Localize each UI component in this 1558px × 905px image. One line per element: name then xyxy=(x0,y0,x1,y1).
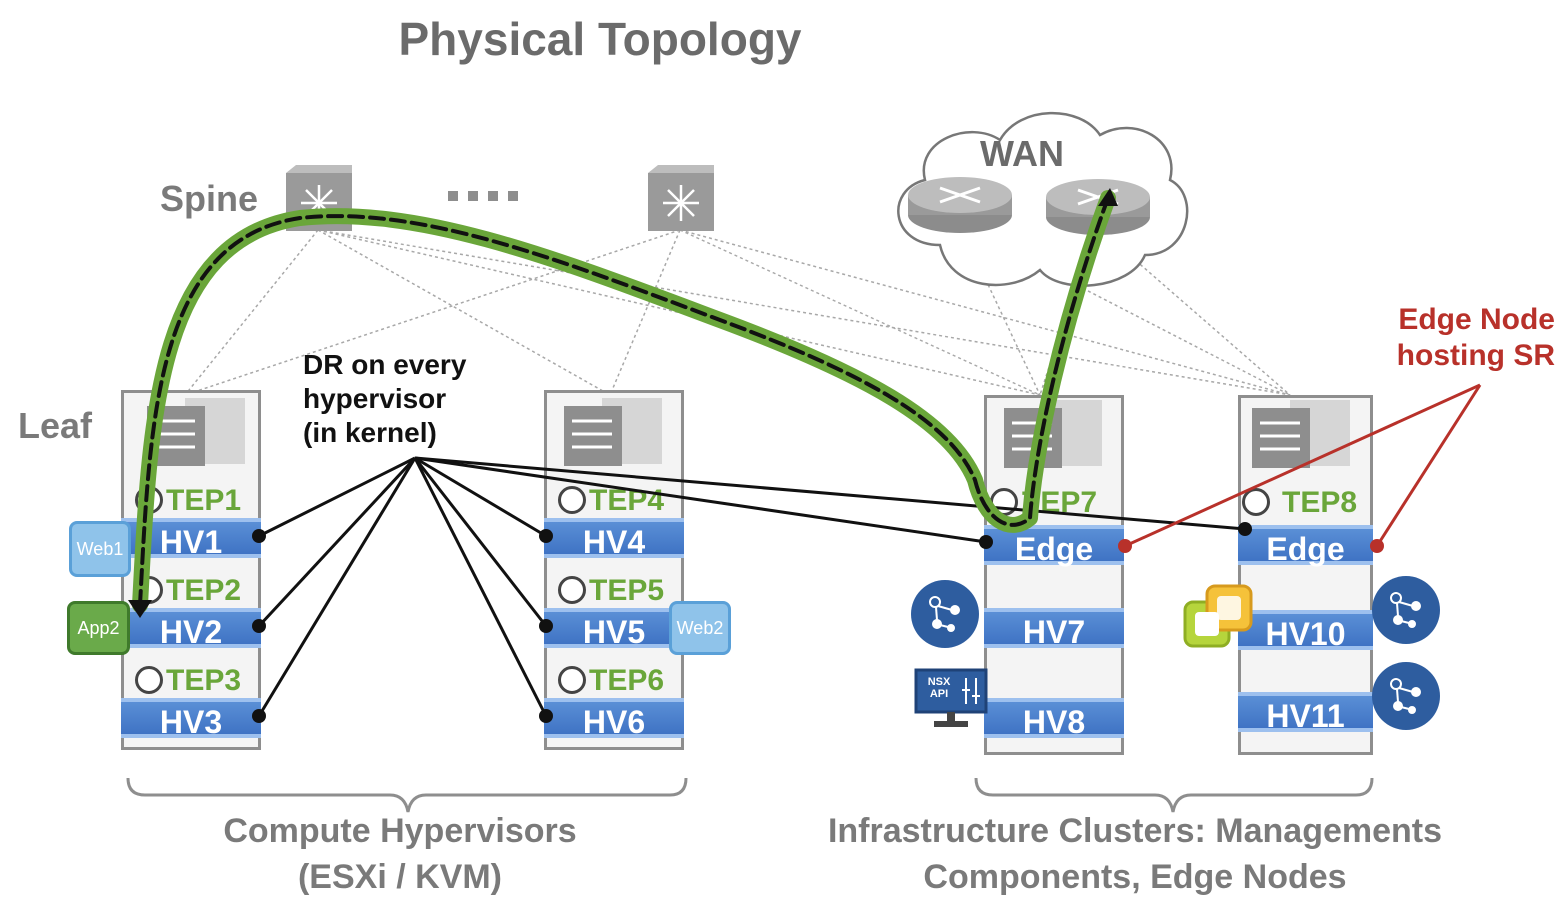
tep3-ring xyxy=(135,666,163,694)
page-title: Physical Topology xyxy=(398,13,802,65)
spine-label: Spine xyxy=(160,178,259,219)
tep5-label: TEP5 xyxy=(589,574,665,607)
spine-switch-2 xyxy=(648,165,714,231)
dr-label-line2: hypervisor xyxy=(303,383,447,414)
spine-ellipsis xyxy=(448,188,523,201)
host-hv11: HV11 xyxy=(1238,692,1373,734)
vm-web1: Web1 xyxy=(69,521,131,577)
host-hv2: HV2 xyxy=(121,608,261,650)
traffic-path xyxy=(132,190,1116,613)
nsx-controller-icon-1 xyxy=(911,580,979,648)
nsx-api-monitor-icon: NSX API xyxy=(914,668,988,730)
dr-links xyxy=(257,456,1246,717)
tep4-ring xyxy=(558,486,586,514)
tep2-label: TEP2 xyxy=(166,574,242,607)
dr-label-line3: (in kernel) xyxy=(303,417,437,448)
leaf-switch-4 xyxy=(1252,400,1350,468)
infra-label-line2: Components, Edge Nodes xyxy=(923,858,1347,896)
host-edge-2: Edge xyxy=(1238,525,1373,567)
edge-node-label-line2: hosting SR xyxy=(1396,339,1555,372)
vm-web2: Web2 xyxy=(669,601,731,655)
host-hv6: HV6 xyxy=(544,698,684,740)
tep1-label: TEP1 xyxy=(166,484,242,517)
host-edge-1: Edge xyxy=(984,525,1124,567)
wan-label: WAN xyxy=(980,133,1064,174)
bracket-infra xyxy=(974,777,1374,813)
sr-pointers xyxy=(1124,383,1482,548)
host-hv10: HV10 xyxy=(1238,610,1373,652)
tep6-ring xyxy=(558,666,586,694)
leaf-label: Leaf xyxy=(18,405,93,446)
bracket-compute xyxy=(126,777,688,813)
dr-label: DR on every hypervisor (in kernel) xyxy=(303,348,466,450)
host-hv5: HV5 xyxy=(544,608,684,650)
tep8-label: TEP8 xyxy=(1282,486,1358,519)
host-hv8: HV8 xyxy=(984,698,1124,740)
arrow-to-app2 xyxy=(128,600,152,618)
nsx-controller-icon-3 xyxy=(1372,662,1440,730)
tep3-label: TEP3 xyxy=(166,664,242,697)
dr-endpoints xyxy=(252,522,1252,723)
tep6-label: TEP6 xyxy=(589,664,665,697)
host-hv7: HV7 xyxy=(984,608,1124,650)
wan-router-1 xyxy=(908,177,1012,233)
tep8-ring xyxy=(1242,488,1270,516)
edge-node-label-line1: Edge Node xyxy=(1398,303,1555,336)
host-hv3: HV3 xyxy=(121,698,261,740)
vm-app2: App2 xyxy=(67,601,130,655)
vcenter-icon xyxy=(1183,584,1253,648)
tep5-ring xyxy=(558,576,586,604)
nsx-api-label: NSX API xyxy=(927,676,951,700)
leaf-switch-2 xyxy=(564,398,662,466)
edge-node-sr-label: Edge Node hosting SR xyxy=(1360,302,1555,374)
infra-label-line1: Infrastructure Clusters: Managements xyxy=(827,812,1443,850)
nsx-controller-icon-2 xyxy=(1372,576,1440,644)
dr-label-line1: DR on every xyxy=(303,349,467,380)
arrow-to-wan xyxy=(1098,188,1118,206)
compute-label-line1: Compute Hypervisors xyxy=(223,812,577,850)
host-hv4: HV4 xyxy=(544,518,684,560)
compute-hypervisors-label: Compute Hypervisors (ESXi / KVM) xyxy=(150,808,650,900)
compute-label-line2: (ESXi / KVM) xyxy=(297,858,503,896)
infrastructure-clusters-label: Infrastructure Clusters: Managements Com… xyxy=(780,808,1490,900)
